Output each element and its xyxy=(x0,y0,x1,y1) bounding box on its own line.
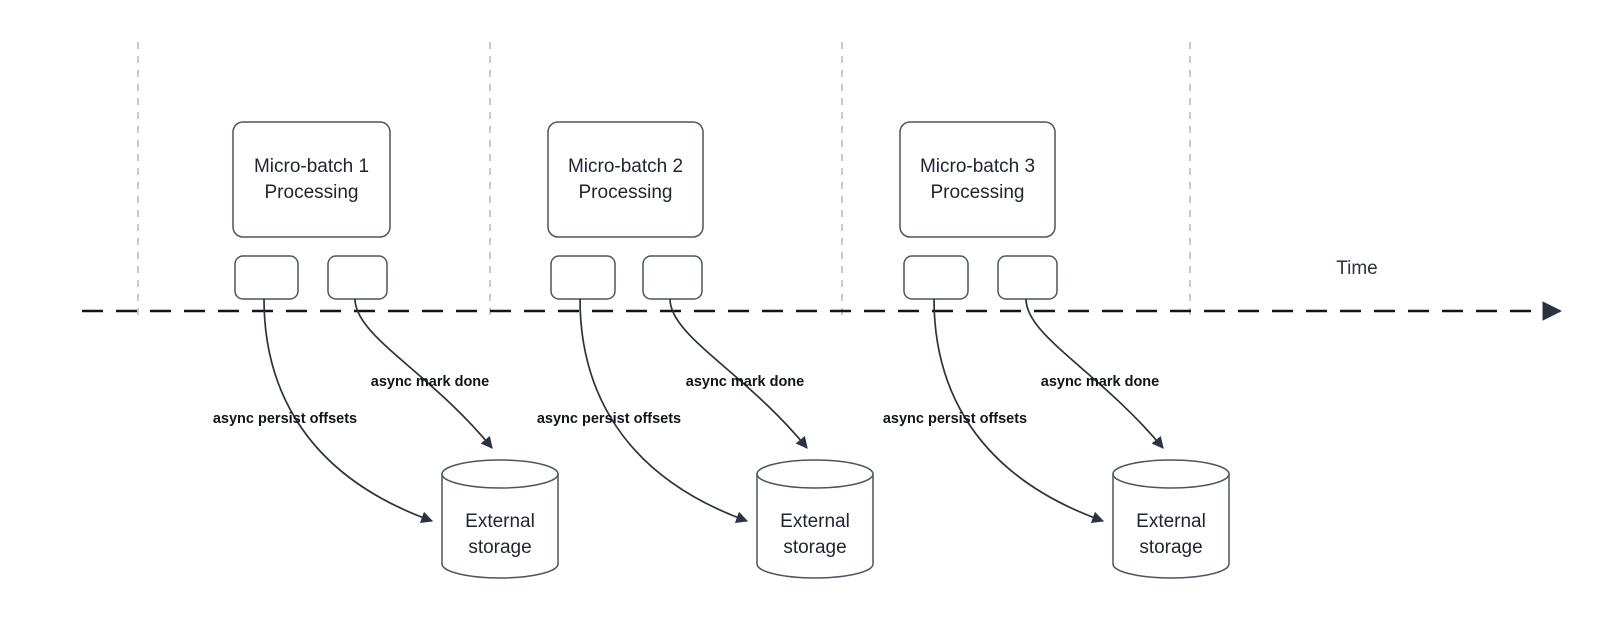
micro-batch-2-box[interactable] xyxy=(547,121,704,238)
divider-group xyxy=(137,42,1191,322)
g1-async-persist-offsets-label: async persist offsets xyxy=(213,411,357,427)
group-1: Micro-batch 1 Processing External storag… xyxy=(213,121,559,579)
g3-storage-label-line1: External xyxy=(1136,511,1206,532)
g2-storage-label-line2: storage xyxy=(783,537,846,558)
g1-storage-label-line1: External xyxy=(465,511,535,532)
micro-batch-1-label-line1: Micro-batch 1 xyxy=(254,156,369,177)
time-axis-label: Time xyxy=(1336,258,1378,279)
g2-async-mark-done-arrow xyxy=(669,298,808,449)
g2-async-persist-offsets-arrow xyxy=(579,298,749,523)
g2-mark-done-task-box[interactable] xyxy=(642,255,703,300)
g3-async-persist-offsets-arrow xyxy=(933,298,1105,523)
g2-storage-label-line1: External xyxy=(780,511,850,532)
g1-async-mark-done-arrow xyxy=(354,298,493,449)
group-2: Micro-batch 2 Processing External storag… xyxy=(537,121,874,579)
g1-mark-done-task-box[interactable] xyxy=(327,255,388,300)
g1-offsets-task-box[interactable] xyxy=(234,255,299,300)
g3-offsets-task-box[interactable] xyxy=(903,255,969,300)
g2-offsets-task-box[interactable] xyxy=(550,255,616,300)
g3-mark-done-task-box[interactable] xyxy=(997,255,1058,300)
micro-batch-2-label-line1: Micro-batch 2 xyxy=(568,156,683,177)
micro-batch-3-label-line2: Processing xyxy=(931,182,1025,203)
g1-storage-label-line2: storage xyxy=(468,537,531,558)
g3-async-persist-offsets-label: async persist offsets xyxy=(883,411,1027,427)
micro-batch-1-label-line2: Processing xyxy=(265,182,359,203)
micro-batch-2-label-line2: Processing xyxy=(579,182,673,203)
g3-storage-label-line2: storage xyxy=(1139,537,1202,558)
g2-async-mark-done-label: async mark done xyxy=(686,374,804,390)
micro-batch-3-box[interactable] xyxy=(899,121,1056,238)
g3-async-mark-done-arrow xyxy=(1025,298,1164,449)
g3-async-mark-done-label: async mark done xyxy=(1041,374,1159,390)
g2-async-persist-offsets-label: async persist offsets xyxy=(537,411,681,427)
g3-external-storage-cylinder[interactable] xyxy=(1112,459,1230,579)
g1-async-mark-done-label: async mark done xyxy=(371,374,489,390)
g2-external-storage-cylinder[interactable] xyxy=(756,459,874,579)
g1-external-storage-cylinder[interactable] xyxy=(441,459,559,579)
micro-batch-1-box[interactable] xyxy=(232,121,391,238)
group-3: Micro-batch 3 Processing External storag… xyxy=(883,121,1230,579)
micro-batch-3-label-line1: Micro-batch 3 xyxy=(920,156,1035,177)
g1-async-persist-offsets-arrow xyxy=(263,298,434,523)
